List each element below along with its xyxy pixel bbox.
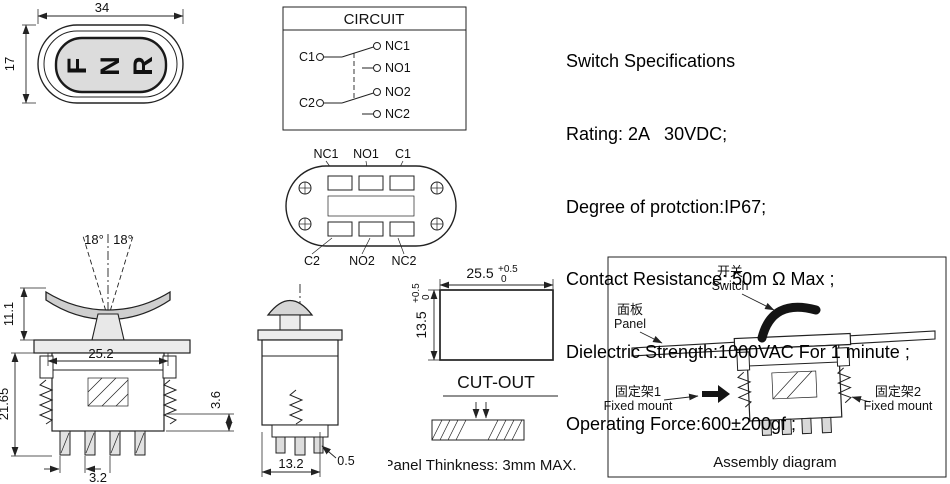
width-tol-minus: 0 (501, 274, 507, 285)
dim-cutout-width-label: 25.5 (466, 265, 493, 281)
dim-front-width-label: 13.2 (278, 456, 303, 471)
label-no2: NO2 (349, 254, 375, 268)
dim-front-width: 13.2 (261, 432, 321, 477)
dim-body-height: 21.65 (0, 352, 52, 457)
mount1-label-en: Fixed mount (604, 399, 673, 413)
assembly-caption: Assembly diagram (713, 454, 836, 471)
cutout-drawing: 25.5 +0.5 0 13.5 +0.5 0 CUT-OUT (388, 264, 577, 474)
top-view-dim-width: 34 (37, 0, 184, 24)
dim-cutout-width: 25.5 +0.5 0 (439, 264, 554, 289)
dim-lever-height: 11.1 (1, 287, 46, 341)
front-body (257, 299, 343, 456)
dim-cutout-height-label: 13.5 (413, 311, 429, 338)
spec-force: Operating Force:600±200gf ; (566, 414, 797, 435)
label-nc1: NC1 (313, 147, 338, 161)
angle-right-label: 18° (113, 232, 133, 247)
dim-body-height-label: 21.65 (0, 388, 11, 421)
circuit-diagram: CIRCUIT NC1 NO1 NO2 NC2 C1 C2 (282, 6, 467, 131)
switch-label-en: Switch (712, 279, 749, 293)
rocker-outline (37, 24, 184, 104)
label-nc2: NC2 (391, 254, 416, 268)
cutout-rect (439, 289, 554, 361)
side-view-drawing: 18° 18° 11.1 (0, 232, 234, 484)
dim-pin-thickness: 0.5 (321, 445, 355, 468)
dim-pin-pitch: 3.2 (44, 456, 111, 484)
dim-height-label: 17 (2, 57, 17, 71)
top-view-drawing: 34 17 F N R (2, 0, 184, 104)
height-tol-plus: +0.5 (411, 283, 422, 303)
letter-n: N (95, 56, 125, 76)
panel-thickness-note: Panel Thinkness: 3mm MAX. (388, 457, 577, 474)
lever-angle-lines (82, 234, 134, 320)
specs-title: Switch Specifications (566, 51, 736, 72)
dim-base-height-label: 3.6 (208, 391, 223, 409)
dim-cutout-height: 13.5 +0.5 0 (411, 283, 440, 361)
circuit-title: CIRCUIT (344, 11, 405, 28)
assembly-toggle-lever (757, 302, 821, 343)
specifications-block: Switch Specifications Rating: 2A 30VDC; … (566, 1, 949, 484)
assembly-switch-body (733, 332, 852, 436)
terminal-layout-drawing: NC1 NO1 C1 C2 NO2 (285, 147, 457, 268)
dim-lever-height-label: 11.1 (1, 302, 16, 326)
letter-r: R (128, 56, 158, 76)
mount1-leader (663, 393, 699, 401)
toggle-lever (45, 290, 171, 341)
angle-left-label: 18° (84, 232, 104, 247)
rocker-letters: F N R (62, 56, 158, 76)
cutout-title: CUT-OUT (457, 372, 535, 392)
dim-body-width: 25.2 (47, 346, 169, 366)
mount2-label-cn: 固定架2 (875, 384, 921, 399)
top-view-dim-height: 17 (2, 24, 36, 104)
panel-label-en: Panel (614, 317, 646, 331)
label-no2: NO2 (385, 85, 411, 99)
label-nc2: NC2 (385, 107, 410, 121)
dim-base-height: 3.6 (166, 391, 234, 432)
dim-body-width-label: 25.2 (88, 346, 113, 361)
spec-dielectric: Dielectric Strength:1000VAC For 1 minute… (566, 341, 910, 362)
spec-protection: Degree of protction:IP67; (566, 196, 767, 217)
assembly-diagram: 开关 Switch 面板 Panel 固定架1 Fixed mount 固定架2… (604, 256, 947, 478)
label-no1: NO1 (385, 61, 411, 75)
spec-resistance: Contact Resistance: 50m Ω Max ; (566, 269, 835, 290)
label-c1: C1 (299, 50, 315, 64)
label-no1: NO1 (353, 147, 379, 161)
mount1-label-cn: 固定架1 (615, 384, 661, 399)
switch-label-cn: 开关 (717, 264, 743, 279)
label-nc1: NC1 (385, 39, 410, 53)
spec-rating: Rating: 2A 30VDC; (566, 124, 728, 145)
letter-f: F (62, 58, 92, 75)
label-c2: C2 (304, 254, 320, 268)
height-tol-minus: 0 (421, 294, 432, 300)
switch-leader (741, 293, 775, 311)
mount2-leader (851, 396, 871, 403)
dim-pin-pitch-label: 3.2 (89, 470, 107, 484)
label-c1: C1 (395, 147, 411, 161)
panel-label-cn: 面板 (617, 302, 643, 317)
front-view-drawing: 0.5 13.2 (257, 284, 355, 477)
mount2-label-en: Fixed mount (864, 399, 933, 413)
dim-width-label: 34 (95, 0, 109, 15)
terminal-pins (59, 430, 146, 456)
width-tol-plus: +0.5 (498, 264, 518, 275)
panel-leader (639, 331, 663, 344)
terminal-body (285, 160, 457, 255)
label-c2: C2 (299, 96, 315, 110)
panel-section (431, 402, 525, 441)
circuit-terminals (316, 42, 381, 118)
dim-pin-thickness-label: 0.5 (337, 454, 354, 468)
insert-direction-arrow (702, 385, 730, 403)
